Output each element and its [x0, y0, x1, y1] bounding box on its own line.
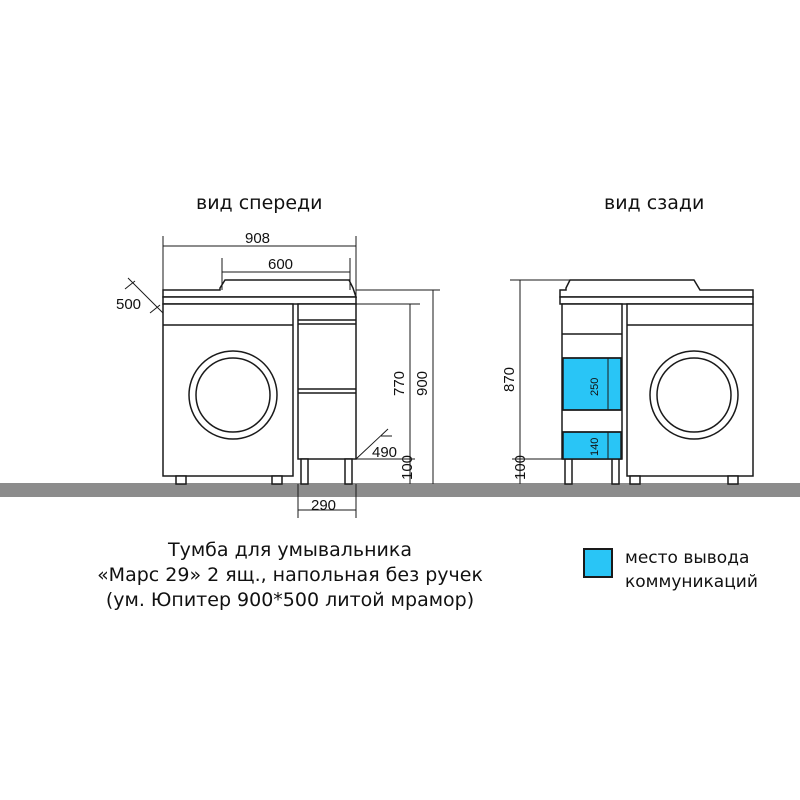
- description-line-3: (ум. Юпитер 900*500 литой мрамор): [105, 589, 475, 611]
- back-machine-foot-right: [727, 475, 739, 485]
- dim-utility-lower: 140: [589, 438, 601, 456]
- legend-label-line-2: коммуникаций: [625, 572, 758, 592]
- front-machine-foot-right: [271, 475, 283, 485]
- product-description: Тумба для умывальника «Марс 29» 2 ящ., н…: [40, 538, 540, 613]
- back-countertop: [559, 296, 754, 305]
- utility-zone-lower: [562, 431, 622, 460]
- dim-drawer-depth: 490: [372, 444, 397, 461]
- floor-line: [0, 483, 800, 497]
- dim-back-leg-height: 100: [512, 455, 529, 480]
- back-cabinet-leg-right: [611, 458, 620, 485]
- dim-utility-upper: 250: [589, 378, 601, 396]
- dim-cabinet-width: 290: [311, 497, 336, 514]
- back-machine-door-inner: [656, 357, 732, 433]
- front-cabinet-leg-left: [300, 458, 309, 485]
- front-machine-door-outer: [188, 350, 278, 440]
- dim-depth: 500: [116, 296, 141, 313]
- legend-label-line-1: место вывода: [625, 548, 750, 568]
- back-basin: [559, 279, 754, 298]
- legend-swatch: [583, 548, 613, 578]
- front-drawer-cabinet: [297, 303, 357, 460]
- description-line-2: «Марс 29» 2 ящ., напольная без ручек: [97, 564, 483, 586]
- front-cabinet-leg-right: [344, 458, 353, 485]
- back-cabinet-leg-left: [564, 458, 573, 485]
- front-view: [162, 279, 358, 485]
- front-countertop: [162, 296, 357, 305]
- back-shelf-lines: [562, 357, 622, 433]
- front-dimensions: [124, 236, 440, 518]
- back-dimensions: [510, 279, 609, 484]
- dim-total-width: 908: [245, 230, 270, 247]
- front-view-title: вид спереди: [196, 192, 323, 214]
- back-view-title: вид сзади: [604, 192, 704, 214]
- dim-height-770: 770: [391, 371, 408, 396]
- legend-label: место вывода коммуникаций: [625, 546, 758, 594]
- back-machine-door-outer: [649, 350, 739, 440]
- dim-front-leg-height: 100: [399, 455, 416, 480]
- dim-sink-width: 600: [268, 256, 293, 273]
- front-basin: [162, 279, 358, 298]
- dim-height-900: 900: [414, 371, 431, 396]
- back-machine-foot-left: [629, 475, 641, 485]
- front-machine-foot-left: [175, 475, 187, 485]
- legend: место вывода коммуникаций: [583, 546, 798, 594]
- dim-height-870: 870: [501, 367, 518, 392]
- front-machine-niche: [162, 303, 294, 477]
- front-machine-door-inner: [195, 357, 271, 433]
- back-machine-niche: [626, 303, 754, 477]
- utility-zone-upper: [562, 357, 622, 411]
- description-line-1: Тумба для умывальника: [168, 539, 412, 561]
